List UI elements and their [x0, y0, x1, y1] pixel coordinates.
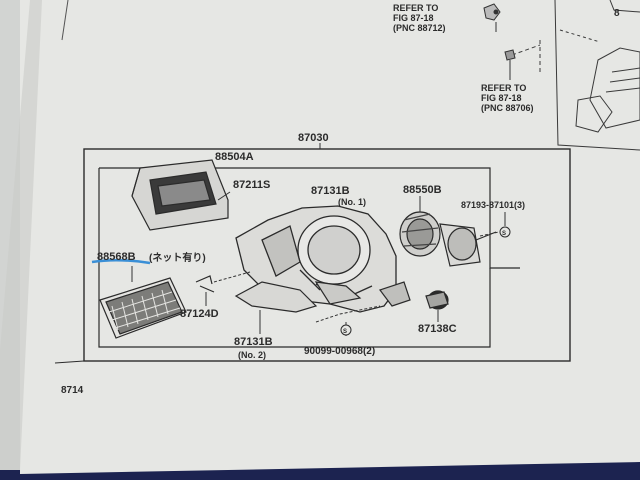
label-87030: 87030 — [298, 132, 329, 144]
svg-text:REFER TO: REFER TO — [481, 83, 526, 93]
label-87138C: 87138C — [418, 323, 457, 335]
label-90099-00968: 90099-00968(2) — [304, 346, 375, 357]
label-87211S: 87211S — [233, 179, 270, 191]
adjacent-diagram — [511, 0, 640, 151]
screw-symbol — [499, 226, 511, 238]
label-88550B: 88550B — [403, 184, 442, 196]
binding-shadow — [0, 0, 42, 470]
label-87131B-no1: 87131B — [311, 185, 350, 197]
label-88504A: 88504A — [215, 151, 254, 163]
label-87124D: 87124D — [180, 308, 219, 320]
svg-text:FIG 87-18: FIG 87-18 — [481, 93, 522, 103]
label-87193-87101: 87193-87101(3) — [461, 200, 525, 210]
svg-text:REFER TO: REFER TO — [393, 3, 438, 13]
page-rule — [61, 0, 69, 41]
ref-callout-88712: REFER TO FIG 87-18 (PNC 88712) — [393, 3, 446, 33]
label-87131B-no1-note: (No. 1) — [338, 197, 366, 207]
svg-text:S: S — [502, 231, 506, 237]
top-right-partial-label: 8 — [614, 8, 620, 19]
assembly-frame — [83, 148, 571, 362]
cabin-filter-part — [99, 277, 187, 339]
label-88568B: 88568B — [97, 251, 136, 263]
screw-symbol-2 — [340, 324, 352, 336]
svg-text:S: S — [343, 329, 347, 335]
lower-case-part — [234, 281, 411, 313]
resistor-part — [425, 290, 449, 310]
link-part — [195, 275, 215, 293]
sub-assembly-frame — [99, 167, 520, 269]
label-87131B-no2: 87131B — [234, 336, 273, 348]
highlight-stroke — [91, 259, 151, 265]
label-87131B-no2-note: (No. 2) — [238, 350, 266, 360]
ref-callout-88706: REFER TO FIG 87-18 (PNC 88706) — [481, 83, 534, 113]
svg-text:FIG 87-18: FIG 87-18 — [393, 13, 434, 23]
bracket-small-part — [483, 3, 501, 32]
clip-small-part — [504, 49, 516, 80]
svg-text:(PNC 88706): (PNC 88706) — [481, 103, 534, 113]
filter-housing-part — [131, 159, 229, 231]
page-number: 8714 — [61, 385, 84, 396]
svg-text:(PNC 88712): (PNC 88712) — [393, 23, 446, 33]
label-88568B-note: (ネット有り) — [149, 251, 206, 264]
